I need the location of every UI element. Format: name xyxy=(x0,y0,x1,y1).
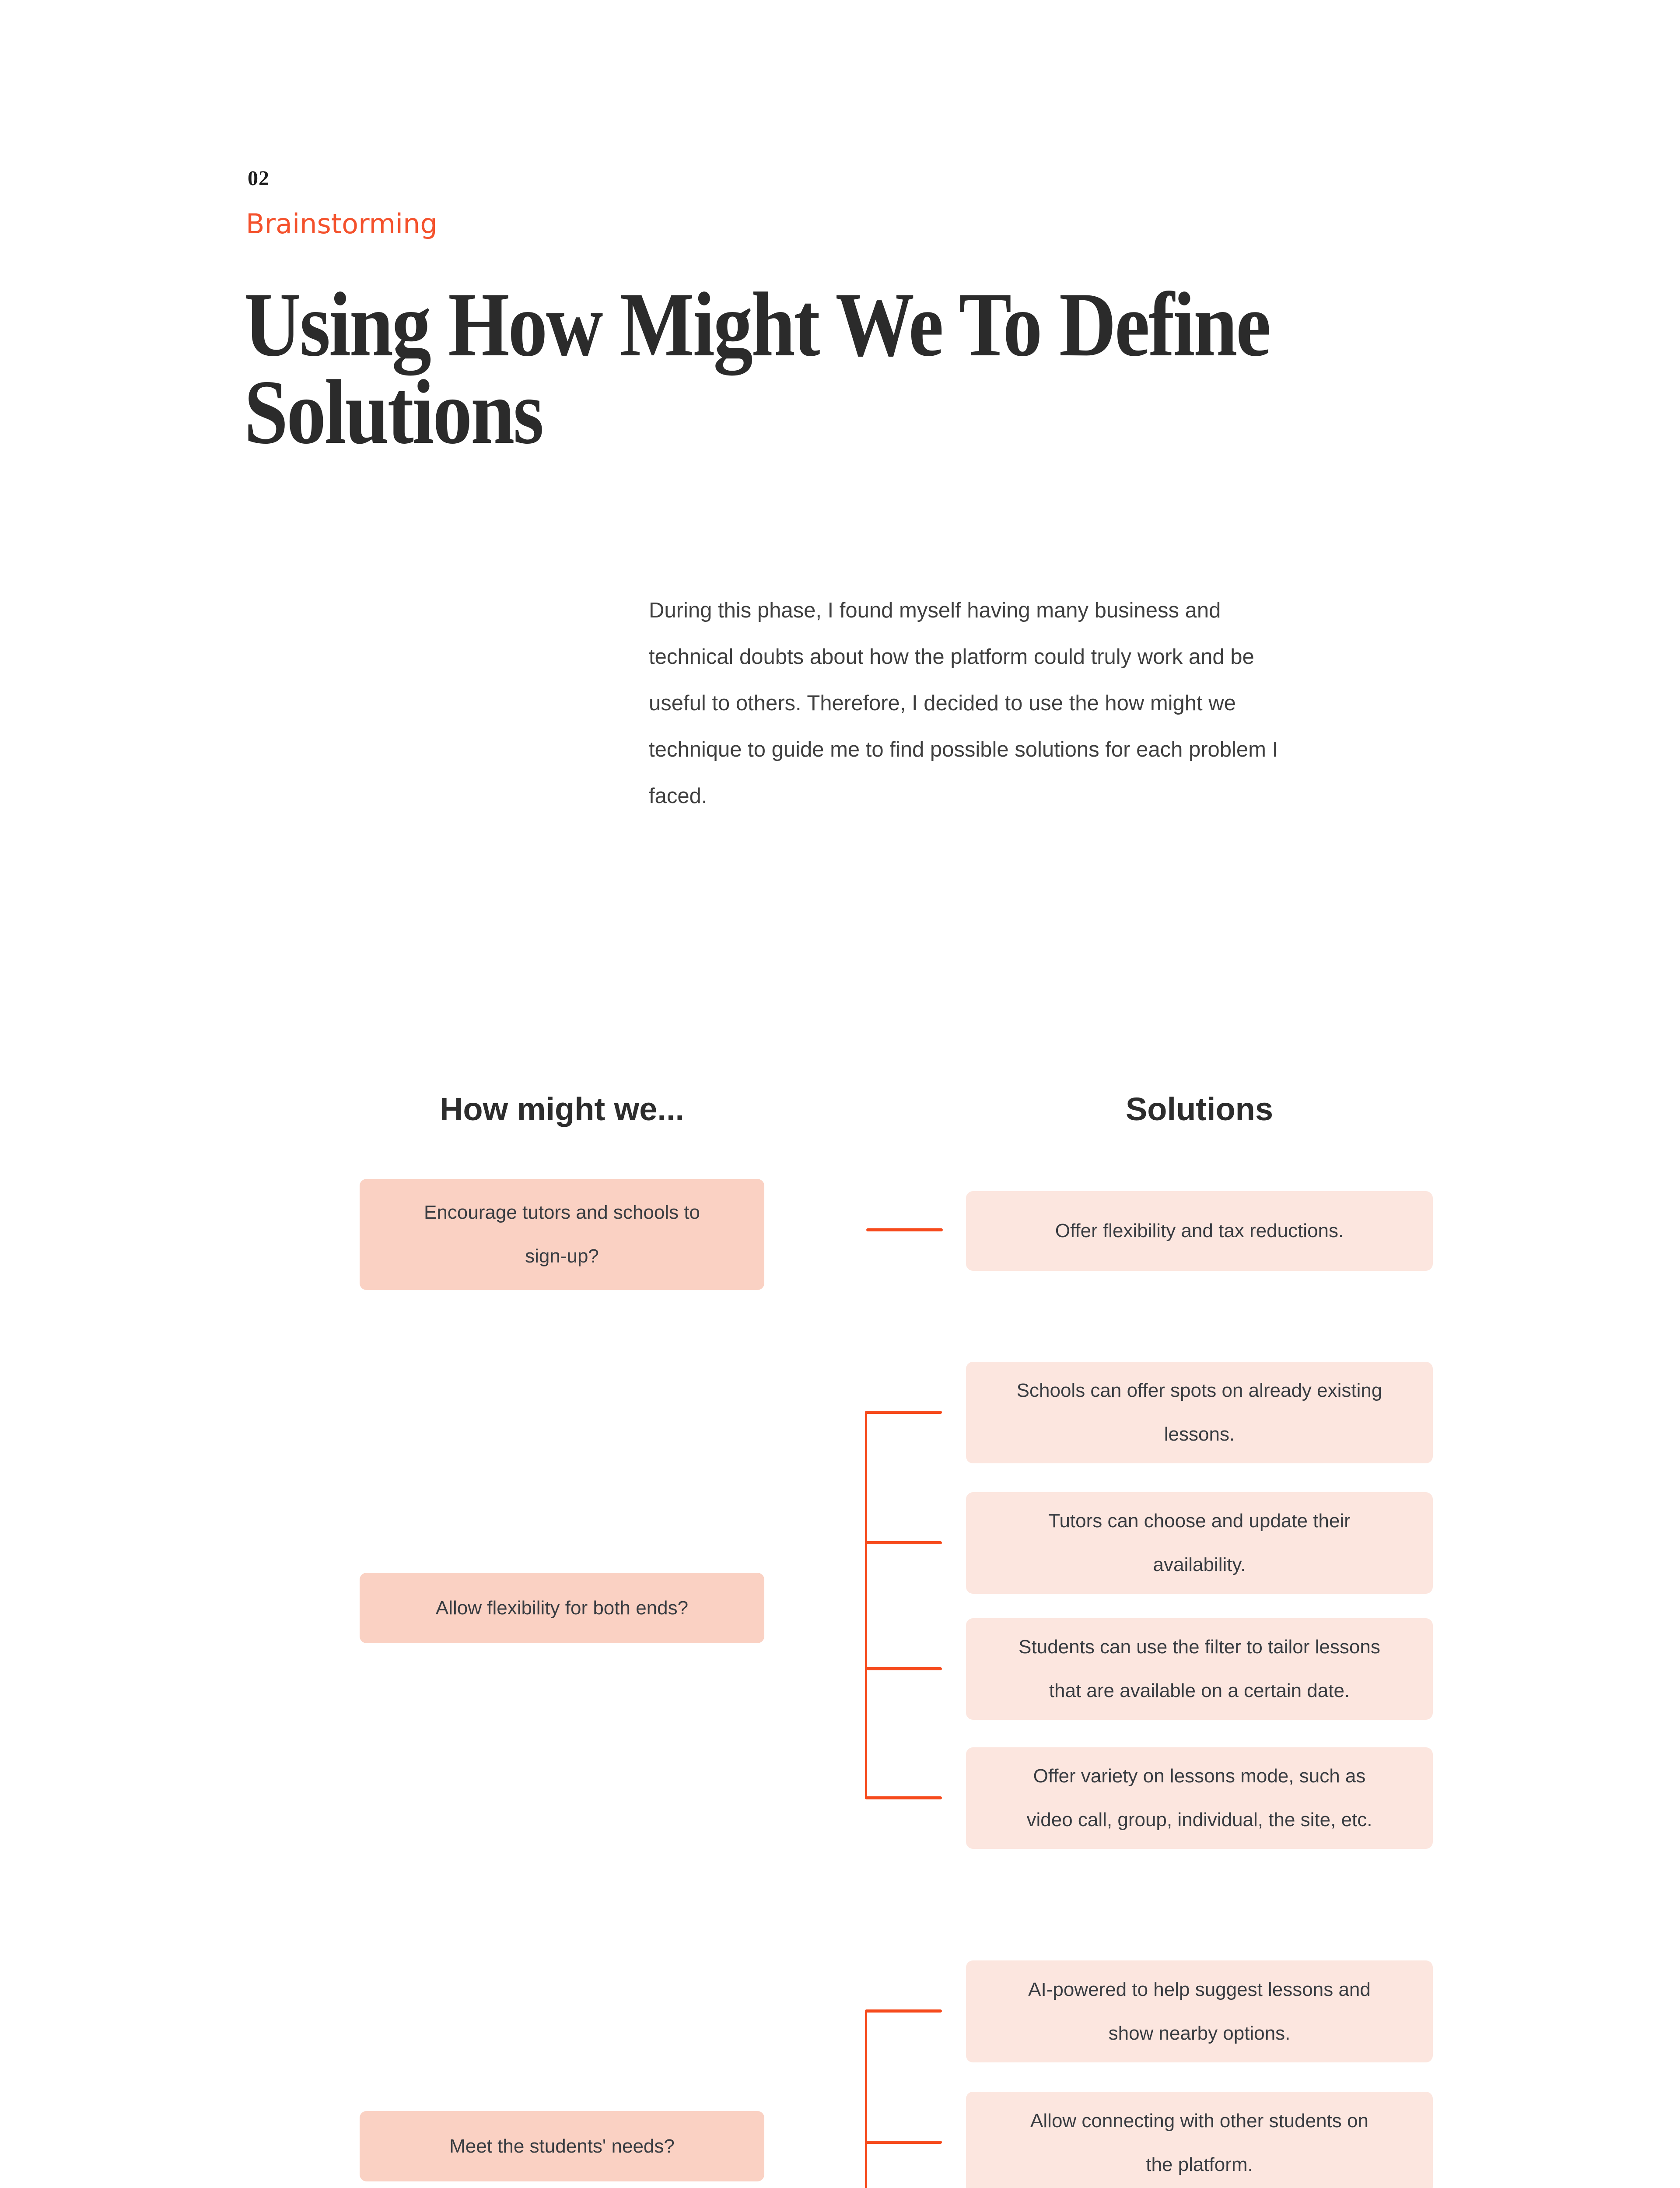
page-title: Using How Might We To Define Solutions xyxy=(244,274,1271,463)
intro-paragraph: During this phase, I found myself having… xyxy=(649,599,1278,808)
section-label: Brainstorming xyxy=(246,208,438,240)
connector-branch-group2-4 xyxy=(865,1796,942,1799)
connector-trunk-group2 xyxy=(865,1413,867,1799)
connector-line-group1 xyxy=(866,1228,943,1231)
connector-branch-group3-1 xyxy=(865,2009,942,2013)
solution-box-flexibility-tax: Offer flexibility and tax reductions. xyxy=(966,1191,1433,1271)
column-header-solutions: Solutions xyxy=(1125,1091,1274,1127)
question-box-flexibility: Allow flexibility for both ends? xyxy=(360,1573,764,1643)
question-box-student-needs: Meet the students' needs? xyxy=(360,2111,764,2181)
section-number: 02 xyxy=(248,167,270,190)
solution-box-tutor-availability: Tutors can choose and update their avail… xyxy=(966,1492,1433,1594)
column-header-how-might-we: How might we... xyxy=(439,1091,685,1127)
solution-box-school-spots: Schools can offer spots on already exist… xyxy=(966,1362,1433,1463)
solution-box-student-filter: Students can use the filter to tailor le… xyxy=(966,1618,1433,1720)
connector-branch-group2-2 xyxy=(865,1541,942,1544)
solution-box-ai-suggestions: AI-powered to help suggest lessons and s… xyxy=(966,1960,1433,2062)
connector-branch-group3-2 xyxy=(865,2141,942,2144)
question-box-signup: Encourage tutors and schools to sign-up? xyxy=(360,1179,764,1290)
connector-branch-group2-1 xyxy=(865,1411,942,1414)
connector-branch-group2-3 xyxy=(865,1667,942,1670)
connector-trunk-group3 xyxy=(865,2011,867,2188)
solution-box-lesson-modes: Offer variety on lessons mode, such as v… xyxy=(966,1747,1433,1849)
solution-box-connect-students: Allow connecting with other students on … xyxy=(966,2092,1433,2188)
